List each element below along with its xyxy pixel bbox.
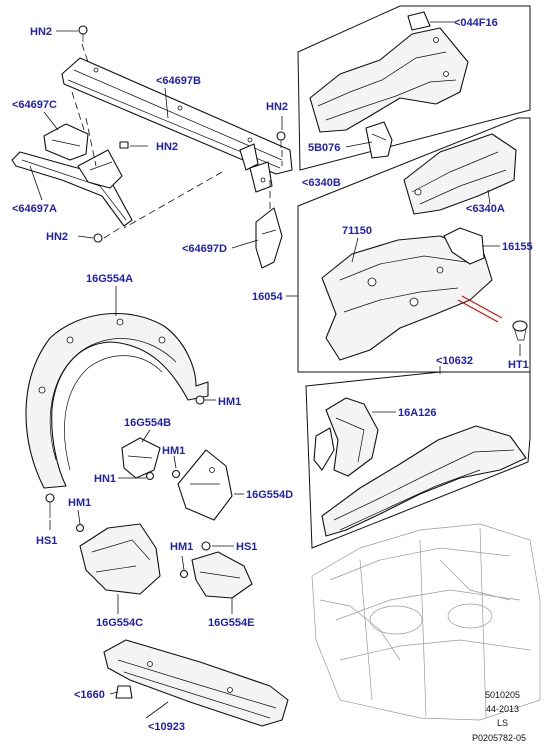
- callout-hn2-mid: HN2: [156, 141, 178, 153]
- callout-hm1-b: HM1: [162, 445, 185, 457]
- callout-16G554A: 16G554A: [86, 273, 133, 285]
- callout-16A126: 16A126: [398, 407, 437, 419]
- part-16G554C-bracket: [79, 523, 161, 595]
- bolt-hn2-mid: [119, 141, 129, 149]
- vehicle-front-structure-illustration: [311, 523, 541, 721]
- callout-16054: 16054: [252, 291, 283, 303]
- callout-16G554C: 16G554C: [96, 617, 143, 629]
- bolt-hm1-a: [195, 395, 205, 405]
- bolt-hs1-right: [201, 541, 211, 551]
- callout-hm1-c: HM1: [68, 497, 91, 509]
- footer-code-2: 44-2013: [486, 704, 519, 714]
- callout-hn2-top: HN2: [30, 26, 52, 38]
- part-10923-cross-member: [103, 639, 289, 727]
- bolt-hn1: [145, 471, 155, 481]
- bolt-hm1-d: [179, 569, 189, 579]
- callout-16G554B: 16G554B: [124, 417, 171, 429]
- callout-hm1-d: HM1: [170, 541, 193, 553]
- part-6340A-rail: [403, 133, 517, 215]
- bolt-hm1-c: [75, 523, 85, 533]
- callout-64697C: <64697C: [12, 99, 57, 111]
- callout-64697D: <64697D: [182, 243, 227, 255]
- callout-hn2-bottom: HN2: [46, 231, 68, 243]
- part-HT1-grommet: [512, 320, 528, 341]
- part-10632-rail: [321, 425, 527, 537]
- callout-5B076: 5B076: [308, 142, 340, 154]
- callout-1660: <1660: [74, 689, 105, 701]
- callout-10923: <10923: [148, 721, 185, 733]
- bolt-hn2-top: [78, 25, 88, 42]
- footer-code-3: LS: [497, 718, 508, 728]
- part-16155-bracket: [443, 227, 485, 265]
- part-71150-apron: [321, 235, 493, 361]
- part-16G554A-wheel-arch-liner: [25, 312, 209, 489]
- callout-hn1: HN1: [94, 473, 116, 485]
- callout-10632: <10632: [436, 355, 473, 367]
- part-16A126-bracket: [313, 397, 379, 477]
- bolt-hn2-right: [276, 131, 286, 148]
- callout-hs1-right: HS1: [236, 541, 257, 553]
- bolt-hn2-bottom: [93, 233, 103, 243]
- callout-16G554E: 16G554E: [208, 617, 254, 629]
- callout-044F16: <044F16: [454, 17, 498, 29]
- callout-6340A: <6340A: [466, 203, 505, 215]
- callout-hn2-right: HN2: [266, 101, 288, 113]
- bolt-hm1-b: [171, 469, 181, 479]
- part-044F16-clip: [407, 11, 431, 31]
- part-16G554E-bracket: [191, 551, 253, 599]
- part-16G554D-bracket: [177, 449, 233, 521]
- part-64697B-cross-member: [61, 57, 293, 193]
- part-64697C-bracket: [43, 123, 89, 161]
- part-5B076-bracket: [365, 121, 393, 159]
- panel-6340A: [297, 117, 531, 373]
- footer-code-4: P0205782-05: [472, 733, 526, 743]
- callout-6340B: <6340B: [302, 177, 341, 189]
- callout-71150: 71150: [342, 225, 372, 237]
- callout-hm1-a: HM1: [218, 396, 241, 408]
- footer-code-1: 5010205: [485, 690, 520, 700]
- callout-ht1: HT1: [508, 359, 529, 371]
- part-6340B-apron-upper: [309, 27, 469, 133]
- panel-6340B: [297, 5, 531, 171]
- callout-64697A: <64697A: [12, 203, 57, 215]
- callout-hs1-left: HS1: [36, 535, 57, 547]
- bolt-hs1-left: [45, 493, 55, 518]
- part-16G554B-bracket: [121, 437, 161, 479]
- part-64697A-lower-bracket: [11, 149, 133, 227]
- part-64697D-bracket: [255, 207, 283, 269]
- callout-16G554D: 16G554D: [246, 489, 293, 501]
- part-1660-fastener: [115, 685, 133, 699]
- callout-64697B: <64697B: [156, 75, 201, 87]
- callout-16155: 16155: [502, 241, 533, 253]
